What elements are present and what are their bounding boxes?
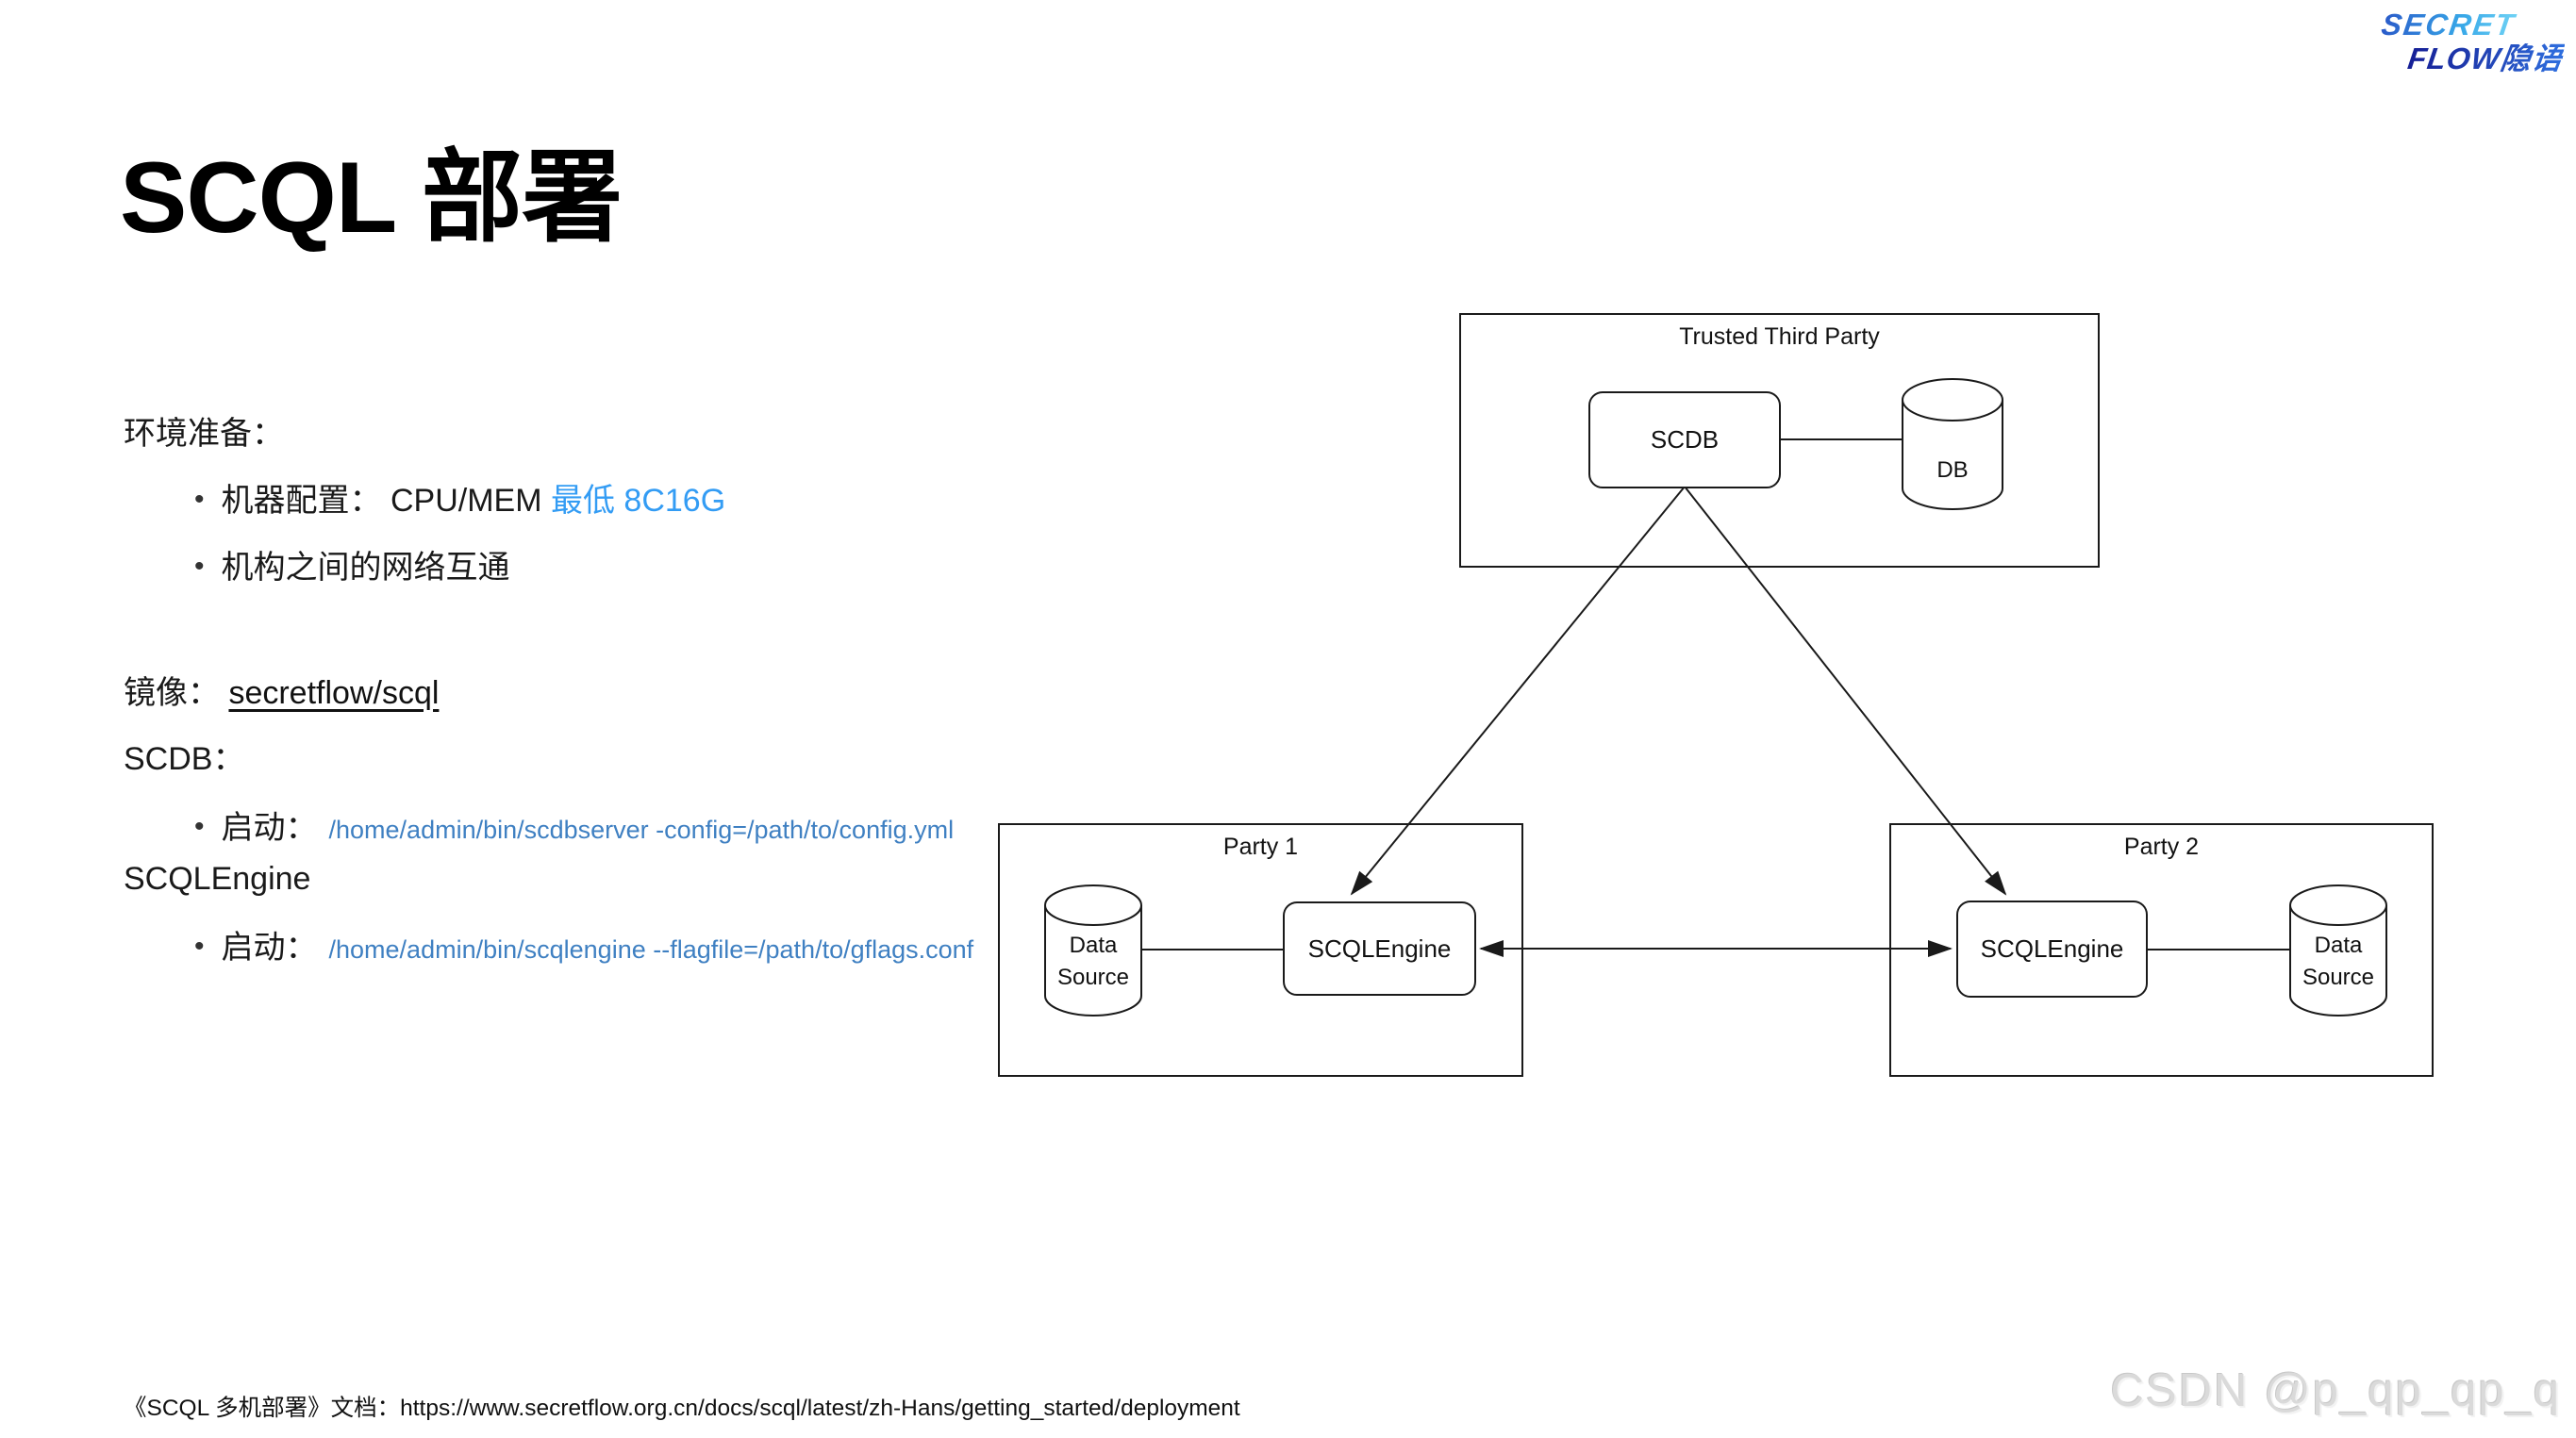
bullet-machine-config: 机器配置： CPU/MEM 最低 8C16G	[194, 474, 726, 521]
machine-config-link[interactable]: 最低 8C16G	[550, 483, 726, 519]
ds2-line1: Data	[2314, 933, 2363, 958]
scdb-node-label: SCDB	[1650, 425, 1720, 454]
scqlengine-node-party2: SCQLEngine	[1956, 901, 2148, 998]
engine-heading: SCQLEngine	[124, 861, 311, 897]
footer-doc-line: 《SCQL 多机部署》文档：https://www.secretflow.org…	[124, 1390, 1240, 1423]
ds2-line2: Source	[2302, 965, 2375, 990]
scdb-launch-label: 启动：	[221, 810, 318, 846]
bullet-engine-launch: 启动： /home/admin/bin/scqlengine --flagfile…	[194, 921, 974, 967]
env-heading: 环境准备：	[124, 416, 284, 452]
db-cylinder-shape	[1902, 378, 2003, 510]
party2-label: Party 2	[2123, 834, 2200, 860]
scdb-node: SCDB	[1588, 391, 1781, 488]
db-cylinder-label: DB	[1936, 457, 1969, 483]
csdn-watermark: CSDN @p_qp_qp_q	[2110, 1365, 2561, 1416]
trusted-third-party-label: Trusted Third Party	[1679, 323, 1880, 350]
ds1-line1: Data	[1069, 933, 1118, 958]
footer-doc-label: 《SCQL 多机部署》文档：	[124, 1396, 401, 1421]
party1-label: Party 1	[1222, 834, 1299, 860]
page-title: SCQL 部署	[120, 140, 623, 254]
trusted-third-party-box: Trusted Third Party	[1459, 313, 2100, 568]
logo-line-flow: FLOW隐语	[2405, 41, 2566, 75]
scdb-launch-command: /home/admin/bin/scdbserver -config=/path…	[328, 816, 955, 844]
scqlengine2-label: SCQLEngine	[1980, 934, 2124, 963]
image-label: 镜像：	[124, 675, 220, 711]
scdb-heading: SCDB：	[124, 741, 245, 777]
bullet-network: 机构之间的网络互通	[194, 541, 510, 587]
logo-line-secret: SECRET	[2379, 8, 2518, 41]
machine-config-text: 机器配置： CPU/MEM	[221, 483, 551, 519]
engine-launch-command: /home/admin/bin/scqlengine --flagfile=/p…	[328, 935, 974, 964]
scqlengine-node-party1: SCQLEngine	[1283, 901, 1476, 996]
secretflow-logo: SECRET FLOW隐语	[2379, 8, 2566, 75]
image-repo-link[interactable]: secretflow/scql	[228, 675, 440, 711]
network-text: 机构之间的网络互通	[221, 550, 510, 586]
ds2-cylinder-shape	[2289, 884, 2387, 1017]
party2-box: Party 2	[1889, 823, 2434, 1077]
bullet-scdb-launch: 启动： /home/admin/bin/scdbserver -config=/p…	[194, 802, 955, 848]
scqlengine1-label: SCQLEngine	[1307, 934, 1452, 963]
ds1-cylinder-shape	[1044, 884, 1142, 1017]
image-line: 镜像： secretflow/scql	[124, 667, 439, 713]
ds1-line2: Source	[1056, 965, 1130, 990]
footer-doc-url: https://www.secretflow.org.cn/docs/scql/…	[400, 1396, 1240, 1421]
engine-launch-label: 启动：	[221, 930, 318, 966]
